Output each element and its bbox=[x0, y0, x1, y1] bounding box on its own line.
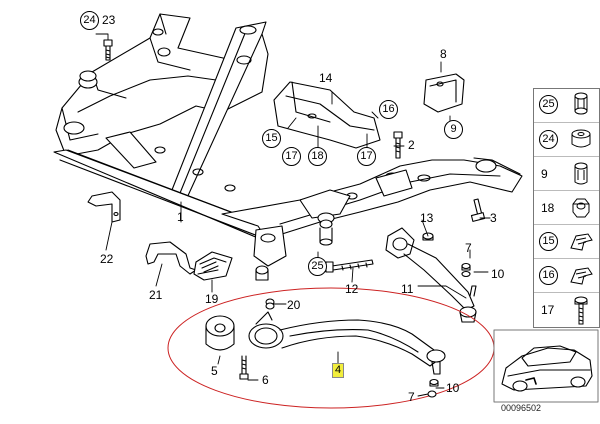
callout-11: 11 bbox=[401, 282, 414, 296]
callout-21: 21 bbox=[149, 288, 163, 302]
legend-num: 16 bbox=[539, 266, 558, 285]
wishbone-4 bbox=[248, 311, 446, 375]
callout-17a: 17 bbox=[282, 147, 301, 166]
nut-20 bbox=[265, 298, 275, 310]
callout-15: 15 bbox=[262, 129, 281, 148]
callout-25: 25 bbox=[308, 257, 327, 276]
legend-item: 9 bbox=[534, 156, 599, 191]
callout-17b: 17 bbox=[357, 147, 376, 166]
bolt-2 bbox=[393, 131, 403, 159]
bolt-12 bbox=[325, 259, 374, 273]
callout-1: 1 bbox=[177, 210, 184, 224]
nut-tall-icon bbox=[574, 92, 588, 115]
callout-7-lower: 7 bbox=[408, 390, 415, 404]
leader-lines bbox=[95, 33, 491, 397]
callout-9: 9 bbox=[444, 120, 463, 139]
spring-clip-icon bbox=[570, 233, 593, 251]
legend-num: 9 bbox=[541, 167, 548, 181]
hex-nut-icon bbox=[572, 198, 590, 218]
bushing-icon bbox=[571, 129, 591, 148]
nut-13 bbox=[422, 232, 434, 241]
callout-12: 12 bbox=[345, 282, 359, 296]
bracket-22 bbox=[87, 191, 121, 223]
legend-item: 18 bbox=[534, 190, 599, 225]
legend-item: 17 bbox=[534, 292, 599, 327]
legend-num: 17 bbox=[541, 303, 555, 317]
callout-24: 24 bbox=[80, 11, 99, 30]
callout-23: 23 bbox=[102, 13, 116, 27]
front-subframe bbox=[53, 13, 523, 281]
callout-22: 22 bbox=[100, 252, 114, 266]
legend-num: 25 bbox=[539, 95, 558, 114]
callout-6: 6 bbox=[262, 373, 269, 387]
diagram-code: 00096502 bbox=[501, 403, 542, 413]
bushing-5 bbox=[205, 315, 235, 351]
legend-item: 24 bbox=[534, 122, 599, 157]
side-legend: 25 24 9 18 15 16 17 bbox=[533, 88, 600, 328]
callout-3: 3 bbox=[490, 211, 497, 225]
heat-shield bbox=[273, 81, 381, 149]
support-bracket-8 bbox=[423, 73, 465, 113]
callout-13: 13 bbox=[420, 211, 434, 225]
callout-7-upper: 7 bbox=[465, 241, 472, 255]
bolt-3 bbox=[470, 198, 486, 222]
callout-5: 5 bbox=[211, 364, 218, 378]
callout-19: 19 bbox=[205, 292, 219, 306]
callout-10-lower: 10 bbox=[446, 381, 460, 395]
legend-num: 18 bbox=[541, 201, 555, 215]
spring-clip-icon bbox=[570, 267, 593, 285]
callout-8: 8 bbox=[440, 47, 447, 61]
callout-10-upper: 10 bbox=[491, 267, 505, 281]
bracket-21 bbox=[145, 241, 197, 275]
legend-num: 15 bbox=[539, 232, 558, 251]
bolt-head-icon bbox=[574, 162, 588, 185]
tension-strut-11 bbox=[385, 227, 477, 323]
legend-item: 16 bbox=[534, 258, 599, 293]
legend-num: 24 bbox=[539, 130, 558, 149]
car-locator-inset bbox=[493, 329, 599, 403]
callout-14: 14 bbox=[319, 71, 333, 85]
callout-4-highlighted: 4 bbox=[332, 363, 345, 378]
legend-item: 15 bbox=[534, 224, 599, 259]
bolt-23 bbox=[103, 39, 113, 61]
rubber-block-19 bbox=[193, 251, 233, 281]
callout-18: 18 bbox=[308, 147, 327, 166]
callout-20: 20 bbox=[287, 298, 301, 312]
callout-16: 16 bbox=[379, 100, 398, 119]
screw-icon bbox=[574, 296, 588, 325]
bolt-6 bbox=[239, 355, 249, 380]
legend-item: 25 bbox=[534, 88, 599, 122]
washer-nut-upper bbox=[461, 262, 471, 278]
callout-2: 2 bbox=[408, 138, 415, 152]
